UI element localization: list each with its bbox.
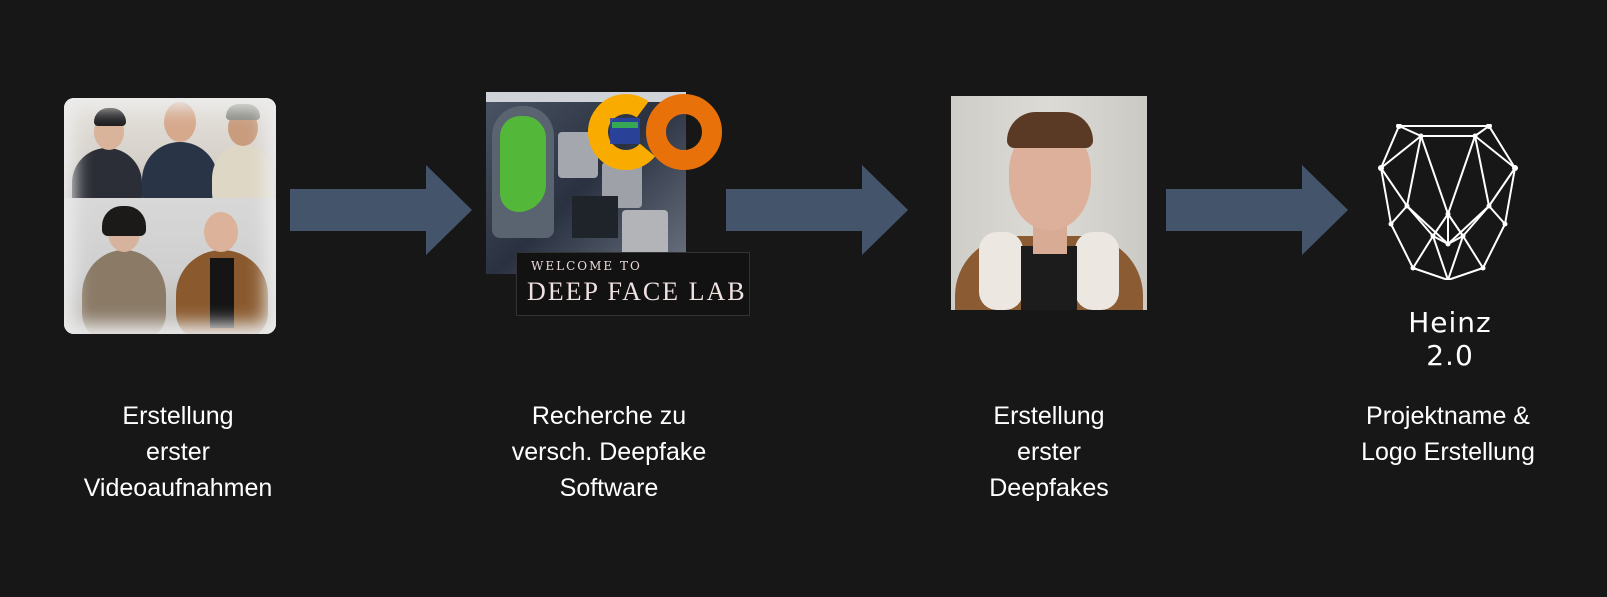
label-line: Projektname & bbox=[1366, 402, 1530, 430]
step-label-software-research: Recherche zu versch. Deepfake Software bbox=[459, 398, 759, 506]
green-face-mask bbox=[500, 116, 546, 212]
hair bbox=[102, 206, 146, 236]
label-line: Erstellung bbox=[993, 402, 1105, 430]
window-titlebar bbox=[486, 92, 686, 102]
group-photo-top bbox=[64, 98, 276, 218]
deepfacelab-banner: WELCOME TO DEEP FACE LAB bbox=[516, 252, 750, 316]
step-label-video-recordings: Erstellung erster Videoaufnahmen bbox=[28, 398, 328, 506]
arrow-shape bbox=[290, 165, 472, 255]
label-line: erster bbox=[1017, 438, 1081, 466]
sweater bbox=[1021, 246, 1077, 310]
face-wireframe-logo-icon bbox=[1378, 124, 1518, 280]
step-label-project-name-logo: Projektname & Logo Erstellung bbox=[1298, 398, 1598, 470]
deepfacelab-screenshot-image: WELCOME TO DEEP FACE LAB bbox=[486, 92, 750, 316]
person-figure bbox=[82, 250, 166, 334]
arrow-right-icon bbox=[1166, 165, 1348, 255]
fleece-collar bbox=[1075, 232, 1119, 310]
console-output bbox=[572, 196, 618, 238]
step-label-first-deepfakes: Erstellung erster Deepfakes bbox=[899, 398, 1199, 506]
fleece-collar bbox=[979, 232, 1023, 310]
group-photo-bottom bbox=[64, 198, 276, 334]
label-line: Software bbox=[559, 474, 659, 502]
beanie bbox=[94, 108, 126, 126]
label-line: Erstellung bbox=[122, 402, 234, 430]
label-line: Videoaufnahmen bbox=[83, 474, 273, 502]
label-line: Recherche zu bbox=[531, 402, 687, 430]
brand-name: Heinz 2.0 bbox=[1408, 306, 1492, 372]
label-line: Deepfakes bbox=[989, 474, 1109, 502]
arrow-right-icon bbox=[290, 165, 472, 255]
person-head bbox=[204, 212, 238, 252]
colab-logo-icon bbox=[588, 94, 722, 170]
person-head bbox=[164, 102, 196, 142]
video-recordings-collage-image bbox=[64, 98, 276, 334]
arrow-right-icon bbox=[726, 165, 908, 255]
deepfake-portrait-image bbox=[951, 96, 1147, 310]
hair bbox=[1007, 112, 1093, 148]
beanie bbox=[226, 104, 260, 120]
wireframe-lines bbox=[1380, 125, 1516, 280]
arrow-shape bbox=[726, 165, 908, 255]
shirt bbox=[210, 258, 234, 328]
label-line: erster bbox=[146, 438, 210, 466]
welcome-text: WELCOME TO bbox=[531, 259, 642, 273]
label-line: Logo Erstellung bbox=[1361, 438, 1535, 466]
label-line: versch. Deepfake bbox=[511, 438, 707, 466]
thumbnail bbox=[622, 210, 668, 256]
deepfacelab-title: DEEP FACE LAB bbox=[527, 277, 747, 306]
wireframe-nodes bbox=[1378, 124, 1518, 280]
arrow-shape bbox=[1166, 165, 1348, 255]
